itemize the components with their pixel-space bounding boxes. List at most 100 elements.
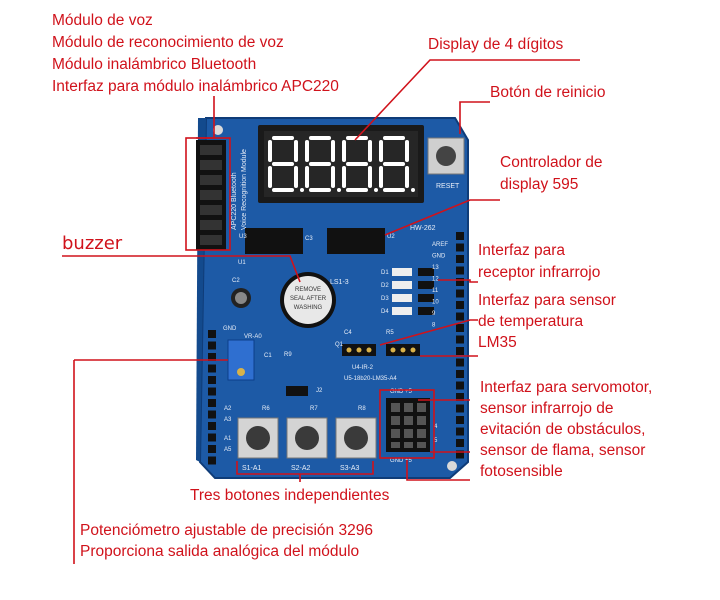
pin <box>456 347 464 355</box>
j2-silk: J2 <box>316 388 323 394</box>
button-s2 <box>286 417 328 459</box>
ic-595-left <box>245 228 303 254</box>
apc220-header <box>196 140 226 250</box>
pin <box>456 450 464 459</box>
pin <box>208 422 216 430</box>
servo-label-1: Interfaz para servomotor, <box>480 379 653 396</box>
pin-a1: A1 <box>224 436 232 442</box>
svg-text:WASHING: WASHING <box>294 305 323 311</box>
pin <box>456 324 464 332</box>
gnd5-top: GND +5 <box>390 389 413 395</box>
voice-module-label-4: Interfaz para módulo inalámbrico APC220 <box>52 78 339 95</box>
buttons-label: Tres botones independientes <box>190 487 390 504</box>
r6-silk: R6 <box>262 406 270 412</box>
pin <box>456 439 464 447</box>
servo-label-5: fotosensible <box>480 463 563 480</box>
leds <box>392 268 434 315</box>
servo-label-4: sensor de flama, sensor <box>480 442 646 459</box>
button-s1 <box>237 417 279 459</box>
pin-a3: A3 <box>224 417 232 423</box>
potentiometer <box>227 339 255 381</box>
pin <box>456 312 464 321</box>
ic-label-u2: U2 <box>387 234 395 240</box>
right-pin-label: AREF <box>432 242 448 248</box>
pin <box>208 410 216 419</box>
voice-module-label-1: Módulo de voz <box>52 12 153 29</box>
right-pin-label: 11 <box>432 288 439 294</box>
ir-receiver-label-1: Interfaz para <box>478 242 566 259</box>
buzzer-label: buzzer <box>62 233 123 254</box>
r8-silk: R8 <box>358 406 366 412</box>
right-pin-label: GND <box>432 254 446 260</box>
pot-label-2: Proporciona salida analógica del módulo <box>80 543 360 560</box>
digit-2 <box>305 136 341 192</box>
display-label: Display de 4 dígitos <box>428 36 564 53</box>
capacitor-c2 <box>231 288 251 308</box>
pin <box>456 416 464 424</box>
pin-a5: A5 <box>224 447 232 453</box>
pin <box>456 381 464 390</box>
pin <box>208 364 216 373</box>
btn-silk-1: S1-A1 <box>242 465 262 472</box>
u5-silk: U5-18b20-LM35-A4 <box>344 376 397 382</box>
digit-1 <box>268 136 304 192</box>
right-pin-label: 12 <box>432 277 439 283</box>
pin <box>208 387 216 396</box>
btn-silk-2: S2-A2 <box>291 465 311 472</box>
pin <box>456 255 464 263</box>
temp-sensor-label-2: de temperatura <box>478 313 584 330</box>
r7-silk: R7 <box>310 406 318 412</box>
led-d1: D1 <box>381 270 389 276</box>
pin <box>208 376 216 384</box>
pin <box>456 232 464 240</box>
pin <box>456 243 464 252</box>
pin <box>208 330 216 338</box>
voice-module-label-3: Módulo inalámbrico Bluetooth <box>52 56 257 73</box>
pin <box>456 278 464 286</box>
right-pin-strip <box>456 232 464 459</box>
pot-label-1: Potenciómetro ajustable de precisión 329… <box>80 522 373 539</box>
pin <box>456 404 464 413</box>
annotation-lines <box>62 59 580 564</box>
pin-a2: A2 <box>224 406 232 412</box>
controller-label-2: display 595 <box>500 176 579 193</box>
u4-silk: U4-IR-2 <box>352 365 374 371</box>
temp-sensor-label-1: Interfaz para sensor <box>478 292 616 309</box>
led-d3: D3 <box>381 296 389 302</box>
digit-3 <box>342 136 378 192</box>
pin <box>456 370 464 378</box>
buzzer: REMOVE SEAL AFTER WASHING <box>280 272 336 328</box>
reset-button <box>427 137 465 175</box>
model-silk: HW-262 <box>410 225 436 232</box>
servo-label-3: evitación de obstáculos, <box>480 421 646 438</box>
pin <box>456 266 464 275</box>
pin <box>456 393 464 401</box>
pin <box>456 301 464 309</box>
ir-receiver-label-2: receptor infrarrojo <box>478 264 601 281</box>
pin <box>208 341 216 350</box>
r9-silk: R9 <box>284 352 292 358</box>
r5-silk: R5 <box>386 330 394 336</box>
pin <box>456 335 464 344</box>
ls-silk: LS1-3 <box>330 279 349 286</box>
pin <box>456 289 464 298</box>
servo-header <box>386 398 430 452</box>
row-5: 5 <box>434 438 438 444</box>
pin <box>208 445 216 453</box>
reset-label: Botón de reinicio <box>490 84 606 101</box>
led-d4: D4 <box>381 309 389 315</box>
right-pin-label: 10 <box>432 300 439 306</box>
pin <box>208 353 216 361</box>
side-text-1: APC220 Bluetooth <box>231 172 238 230</box>
vr-silk: VR-A0 <box>244 334 262 340</box>
c4-silk: C4 <box>344 330 352 336</box>
four-digit-display <box>258 125 424 203</box>
reset-silk: RESET <box>436 183 460 190</box>
q1-silk: Q1 <box>335 342 344 348</box>
servo-label-2: sensor infrarrojo de <box>480 400 614 417</box>
btn-silk-3: S3-A3 <box>340 465 360 472</box>
ic-595-right <box>327 228 385 254</box>
side-text-2: Voice Recognition Module <box>241 149 248 230</box>
controller-label-1: Controlador de <box>500 154 603 171</box>
